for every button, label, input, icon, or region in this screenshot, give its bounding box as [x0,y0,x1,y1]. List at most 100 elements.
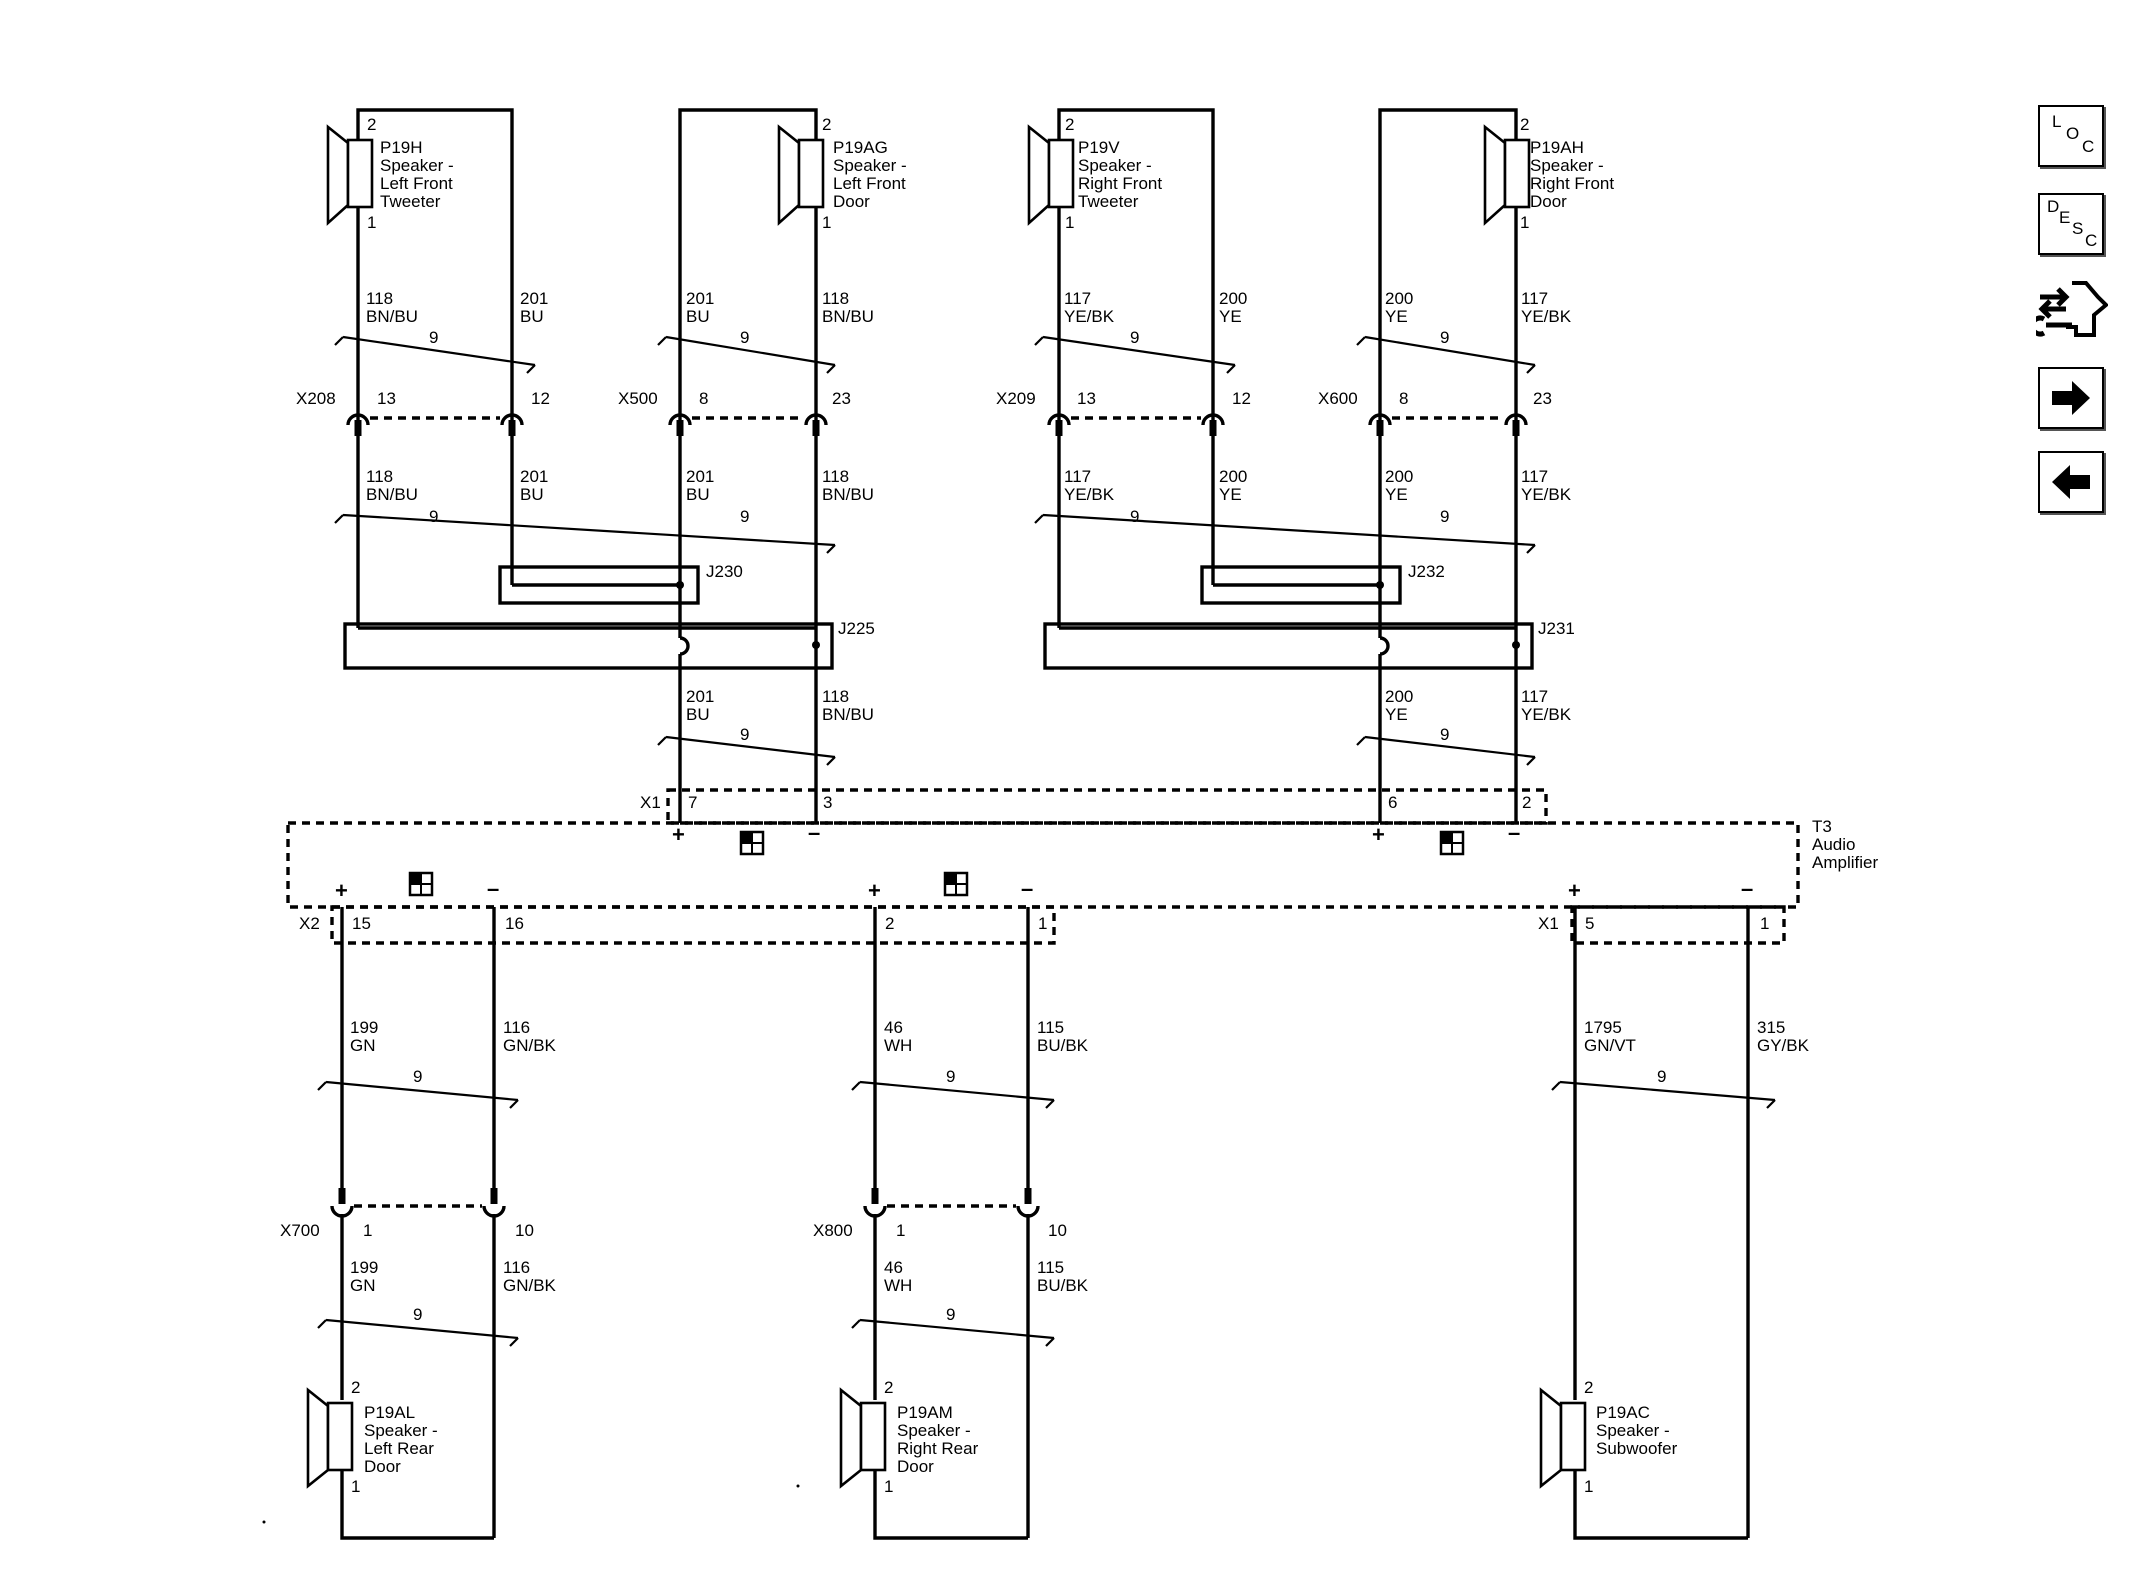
svg-text:GN/BK: GN/BK [503,1036,557,1055]
svg-text:BU: BU [520,307,544,326]
svg-text:BU: BU [686,485,710,504]
svg-text:115: 115 [1037,1258,1064,1277]
next-page-button[interactable] [2038,367,2104,429]
svg-text:+: + [1372,822,1385,847]
svg-text:YE: YE [1385,705,1408,724]
svg-text:P19AL: P19AL [364,1403,415,1422]
channel-icon [943,871,969,897]
svg-text:1: 1 [363,1221,372,1240]
svg-text:Tweeter: Tweeter [1078,192,1139,211]
svg-text:118: 118 [822,289,849,308]
svg-text:YE: YE [1219,485,1242,504]
svg-text:201: 201 [686,467,714,486]
svg-text:9: 9 [1440,507,1449,526]
channel-icon [1439,830,1465,856]
svg-text:GN: GN [350,1036,376,1055]
svg-text:2: 2 [351,1378,360,1397]
svg-text:23: 23 [1533,389,1552,408]
svg-text:9: 9 [740,328,749,347]
svg-text:200: 200 [1219,467,1247,486]
svg-text:9: 9 [1440,725,1449,744]
svg-text:9: 9 [413,1305,422,1324]
svg-text:2: 2 [1520,115,1529,134]
previous-page-button[interactable] [2038,451,2104,513]
svg-text:–: – [1021,876,1033,901]
svg-text:P19AC: P19AC [1596,1403,1650,1422]
svg-text:BU: BU [686,705,710,724]
svg-text:+: + [672,822,685,847]
svg-text:199: 199 [350,1018,378,1037]
svg-text:3: 3 [823,793,832,812]
svg-text:46: 46 [884,1258,903,1277]
svg-text:9: 9 [1657,1067,1666,1086]
svg-text:X208: X208 [296,389,336,408]
svg-text:Speaker -: Speaker - [1596,1421,1670,1440]
svg-text:GN/VT: GN/VT [1584,1036,1636,1055]
svg-text:BN/BU: BN/BU [822,307,874,326]
svg-text:8: 8 [1399,389,1408,408]
svg-text:Left Front: Left Front [833,174,906,193]
svg-text:1: 1 [822,213,831,232]
svg-text:X700: X700 [280,1221,320,1240]
svg-text:X600: X600 [1318,389,1358,408]
svg-text:23: 23 [832,389,851,408]
svg-text:X1: X1 [640,793,661,812]
svg-text:BN/BU: BN/BU [822,485,874,504]
svg-text:P19V: P19V [1078,138,1120,157]
speaker-p19v [1027,124,1075,226]
svg-text:YE: YE [1385,485,1408,504]
svg-text:9: 9 [413,1067,422,1086]
twist-marks [317,335,1776,1347]
svg-text:P19AG: P19AG [833,138,888,157]
svg-text:YE/BK: YE/BK [1064,307,1115,326]
svg-text:YE/BK: YE/BK [1521,705,1572,724]
svg-text:BU/BK: BU/BK [1037,1036,1089,1055]
svg-text:Audio: Audio [1812,835,1855,854]
svg-text:1: 1 [1520,213,1529,232]
connector-tools-icon[interactable] [2029,275,2109,345]
svg-text:X209: X209 [996,389,1036,408]
svg-text:117: 117 [1521,289,1548,308]
svg-text:–: – [1508,820,1520,845]
svg-text:Door: Door [1530,192,1567,211]
amplifier-labels: T3 Audio Amplifier X1 7 3 6 2 X2 15 16 2… [299,793,1878,933]
svg-text:Door: Door [364,1457,401,1476]
svg-text:2: 2 [884,1378,893,1397]
svg-text:9: 9 [740,507,749,526]
svg-text:+: + [335,878,348,903]
svg-text:1: 1 [1584,1477,1593,1496]
svg-text:Right Front: Right Front [1530,174,1614,193]
svg-text:Tweeter: Tweeter [380,192,441,211]
twist-labels: 9 9 9 9 9 9 9 9 9 9 9 9 9 9 9 [413,328,1666,1324]
svg-text:315: 315 [1757,1018,1785,1037]
svg-text:1795: 1795 [1584,1018,1622,1037]
svg-text:BN/BU: BN/BU [822,705,874,724]
svg-text:BU: BU [520,485,544,504]
connector-labels: X208 13 12 X500 8 23 X209 13 12 X600 8 2… [280,389,1552,1240]
svg-text:12: 12 [1232,389,1251,408]
svg-text:–: – [808,820,820,845]
svg-text:9: 9 [1440,328,1449,347]
amplifier-t3 [286,788,1800,945]
svg-text:117: 117 [1521,467,1548,486]
svg-text:6: 6 [1388,793,1397,812]
svg-text:200: 200 [1219,289,1247,308]
svg-text:X1: X1 [1538,914,1559,933]
desc-button[interactable]: D E S C [2038,193,2104,255]
svg-text:J231: J231 [1538,619,1575,638]
svg-text:GN: GN [350,1276,376,1295]
rear-wiring [330,907,1750,1540]
speaker-pin: 1 [367,213,376,232]
svg-text:117: 117 [1521,687,1548,706]
svg-text:X800: X800 [813,1221,853,1240]
speaker-p19h [326,124,374,226]
svg-text:46: 46 [884,1018,903,1037]
svg-text:9: 9 [740,725,749,744]
svg-text:–: – [1741,876,1753,901]
svg-text:1: 1 [1065,213,1074,232]
loc-button[interactable]: L O C [2038,105,2104,167]
speaker-p19al [306,1387,354,1489]
speaker-labels: 2 1 P19H Speaker - Left Front Tweeter 2 … [351,115,1678,1496]
svg-text:WH: WH [884,1036,912,1055]
